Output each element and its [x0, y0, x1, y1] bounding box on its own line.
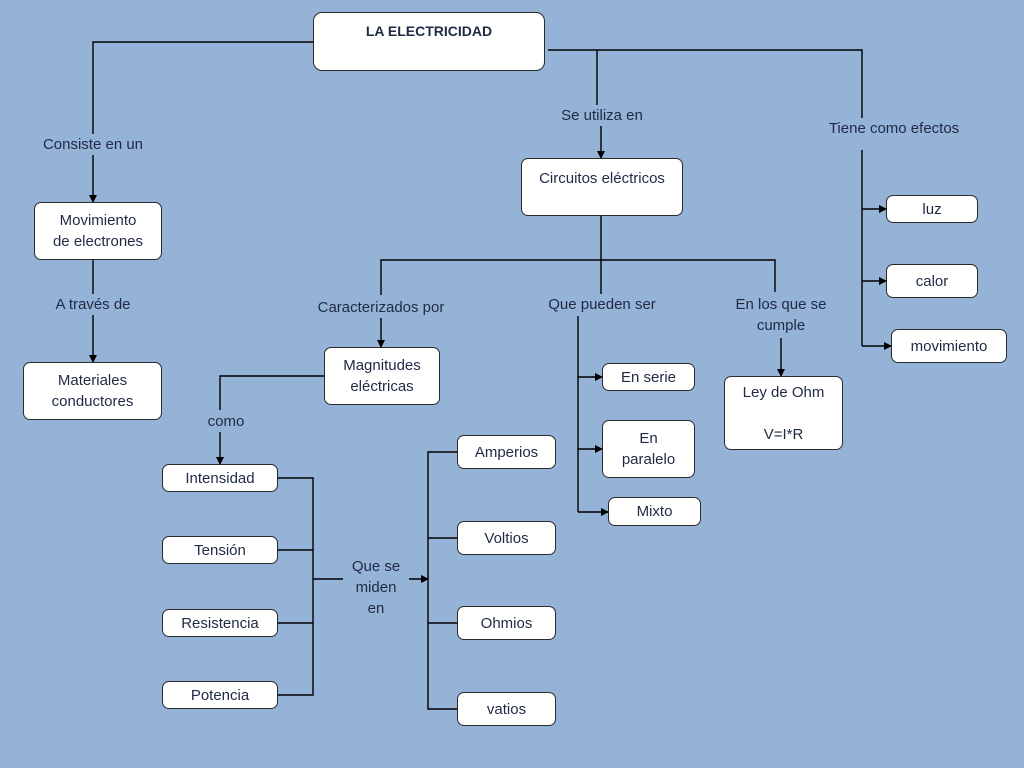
- node-ley-ohm: Ley de Ohm V=I*R: [724, 376, 843, 450]
- node-movimiento: movimiento: [891, 329, 1007, 363]
- node-tension-text: Tensión: [194, 541, 246, 559]
- label-a-traves: A través de: [43, 294, 143, 315]
- node-luz: luz: [886, 195, 978, 223]
- node-ohmios-text: Ohmios: [480, 614, 533, 632]
- node-mixto-text: Mixto: [636, 503, 673, 520]
- node-en-paralelo: En paralelo: [602, 420, 695, 478]
- node-movimiento-text: movimiento: [910, 337, 988, 355]
- node-voltios-text: Voltios: [484, 529, 529, 547]
- node-calor-text: calor: [915, 272, 949, 290]
- node-mixto: Mixto: [608, 497, 701, 526]
- label-pueden-ser: Que pueden ser: [540, 294, 664, 315]
- label-tiene-efectos: Tiene como efectos: [818, 118, 970, 139]
- node-movimiento-electrones-text: Movimiento de electrones: [52, 212, 144, 250]
- label-se-utiliza: Se utiliza en: [552, 105, 652, 126]
- title-text: LA ELECTRICIDAD: [365, 23, 493, 39]
- line-title-right: [548, 49, 863, 120]
- node-voltios: Voltios: [457, 521, 556, 555]
- node-vatios-text: vatios: [486, 700, 527, 718]
- line-magnitudes-bracket: [278, 477, 314, 696]
- label-se-miden: Que se miden en: [343, 556, 409, 619]
- node-ohmios: Ohmios: [457, 606, 556, 640]
- label-en-los-que: En los que se cumple: [728, 294, 834, 336]
- node-intensidad: Intensidad: [162, 464, 278, 492]
- node-circuitos: Circuitos eléctricos: [521, 158, 683, 216]
- label-caracterizados: Caracterizados por: [310, 297, 452, 318]
- node-tension: Tensión: [162, 536, 278, 564]
- node-en-paralelo-text: En paralelo: [621, 430, 676, 468]
- label-como: como: [198, 411, 254, 432]
- line-title-consiste: [92, 41, 313, 135]
- node-magnitudes: Magnitudes eléctricas: [324, 347, 440, 405]
- node-en-serie-text: En serie: [620, 368, 677, 386]
- title-node: LA ELECTRICIDAD: [313, 12, 545, 71]
- node-circuitos-text: Circuitos eléctricos: [539, 170, 665, 187]
- node-amperios: Amperios: [457, 435, 556, 469]
- node-potencia-text: Potencia: [190, 686, 250, 704]
- node-intensidad-text: Intensidad: [185, 469, 255, 487]
- node-materiales-conductores: Materiales conductores: [23, 362, 162, 420]
- node-movimiento-electrones: Movimiento de electrones: [34, 202, 162, 260]
- node-vatios: vatios: [457, 692, 556, 726]
- node-ley-ohm-text: Ley de Ohm V=I*R: [742, 383, 825, 443]
- node-en-serie: En serie: [602, 363, 695, 391]
- node-amperios-text: Amperios: [474, 443, 539, 461]
- line-units-bracket: [427, 451, 457, 710]
- node-magnitudes-text: Magnitudes eléctricas: [343, 357, 421, 395]
- node-luz-text: luz: [922, 200, 942, 218]
- node-potencia: Potencia: [162, 681, 278, 709]
- label-consiste: Consiste en un: [33, 134, 153, 155]
- node-calor: calor: [886, 264, 978, 298]
- node-materiales-conductores-text: Materiales conductores: [51, 372, 134, 410]
- line-magnitudes-como: [219, 375, 325, 410]
- node-resistencia-text: Resistencia: [181, 614, 259, 632]
- node-resistencia: Resistencia: [162, 609, 278, 637]
- line-circuitos-bar: [380, 259, 776, 295]
